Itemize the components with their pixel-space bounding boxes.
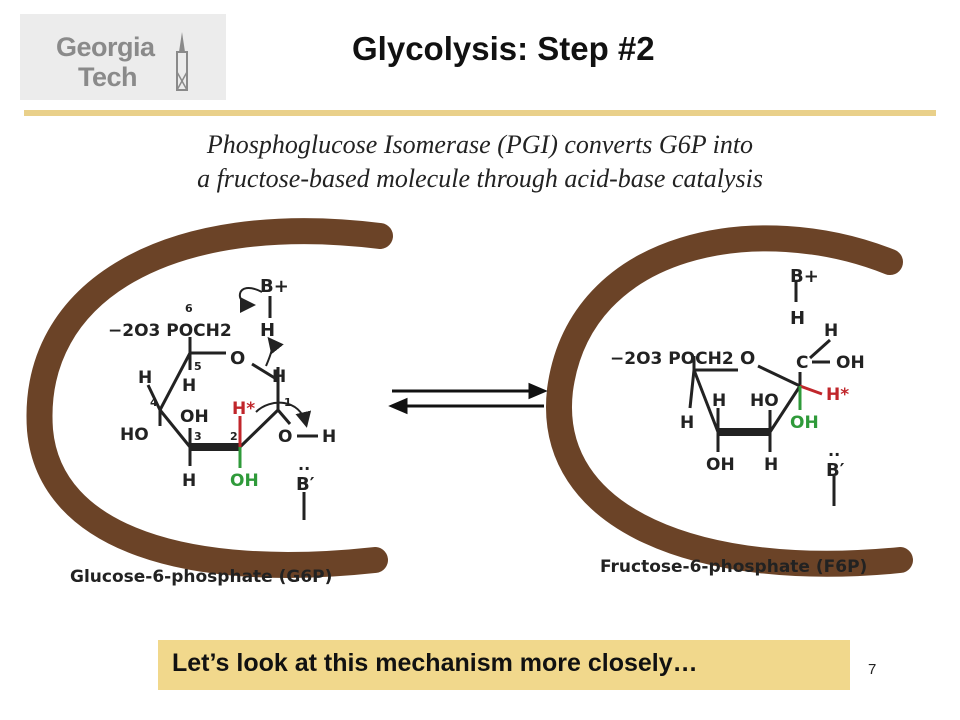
f6p-structure <box>688 282 836 506</box>
g6p-base-label: B′ <box>296 474 315 495</box>
georgia-tech-logo: Georgia Tech <box>20 14 226 100</box>
f6p-caption: Fructose-6-phosphate (F6P) <box>600 557 867 577</box>
slide-subtitle: Phosphoglucose Isomerase (PGI) converts … <box>40 128 920 196</box>
f6p-c5-h-label: H <box>680 413 694 433</box>
g6p-carbon-4: 4 <box>150 396 158 409</box>
g6p-c3-h-label: H <box>182 471 196 491</box>
header-divider <box>24 110 936 116</box>
enzyme-pocket-left <box>26 218 393 578</box>
g6p-carbon-2: 2 <box>230 430 238 443</box>
g6p-c2-oh-label: OH <box>230 471 259 491</box>
g6p-carbon-1: 1 <box>284 396 292 409</box>
f6p-acid-label: B+ <box>790 266 819 287</box>
g6p-c4-ho-label: HO <box>120 425 149 445</box>
equilibrium-arrows <box>388 382 548 415</box>
f6p-acid-h-label: H <box>790 308 805 329</box>
subtitle-line-1: Phosphoglucose Isomerase (PGI) converts … <box>206 130 754 159</box>
g6p-curved-arrows <box>238 287 312 428</box>
f6p-c3-h-label: H <box>764 455 778 475</box>
f6p-c1-oh-label: OH <box>836 353 865 373</box>
f6p-c3-ho-label: HO <box>750 391 779 411</box>
g6p-carbon-3: 3 <box>194 430 202 443</box>
f6p-ring-oxygen-label: O <box>740 348 755 369</box>
g6p-c4-h-label: H <box>138 368 152 388</box>
g6p-base-lone-pair: ·· <box>298 459 310 478</box>
callout-banner-text: Let’s look at this mechanism more closel… <box>172 649 698 677</box>
f6p-hstar-label: H* <box>826 385 849 405</box>
g6p-phosphate-label: −2O3 POCH2 <box>108 321 232 341</box>
page-number: 7 <box>868 661 877 678</box>
f6p-base-lone-pair: ·· <box>828 445 840 464</box>
f6p-phosphate-label: −2O3 POCH2 <box>610 349 734 369</box>
g6p-acid-label: B+ <box>260 276 289 297</box>
g6p-acid-h-label: H <box>260 320 275 341</box>
g6p-carbon-5: 5 <box>194 360 202 373</box>
g6p-c1-oh-h-label: H <box>322 427 336 447</box>
f6p-c2-oh-label: OH <box>790 413 819 433</box>
g6p-c3-oh-label: OH <box>180 407 209 427</box>
g6p-ring-oxygen-label: O <box>230 348 245 369</box>
logo-word-georgia: Georgia <box>56 32 155 62</box>
g6p-c1-h-label: H <box>272 367 286 387</box>
f6p-c1-carbon-label: C <box>796 353 808 373</box>
f6p-c1-h-label: H <box>824 321 838 341</box>
g6p-carbon-6: 6 <box>185 302 193 315</box>
enzyme-pocket-right <box>546 225 913 577</box>
logo-word-tech: Tech <box>78 62 138 92</box>
f6p-c4-h-upper-label: H <box>712 391 726 411</box>
f6p-base-label: B′ <box>826 460 845 481</box>
g6p-c2-hstar-label: H* <box>232 399 255 419</box>
slide-title: Glycolysis: Step #2 <box>352 30 655 67</box>
f6p-c4-oh-label: OH <box>706 455 735 475</box>
g6p-c1-o-label: O <box>278 427 292 447</box>
g6p-structure <box>146 296 318 520</box>
g6p-c5-h-label: H <box>182 376 196 396</box>
g6p-caption: Glucose-6-phosphate (G6P) <box>70 567 332 587</box>
callout-banner: Let’s look at this mechanism more closel… <box>158 640 850 690</box>
tech-tower-icon <box>176 32 188 91</box>
subtitle-line-2: a fructose-based molecule through acid-b… <box>197 164 763 193</box>
